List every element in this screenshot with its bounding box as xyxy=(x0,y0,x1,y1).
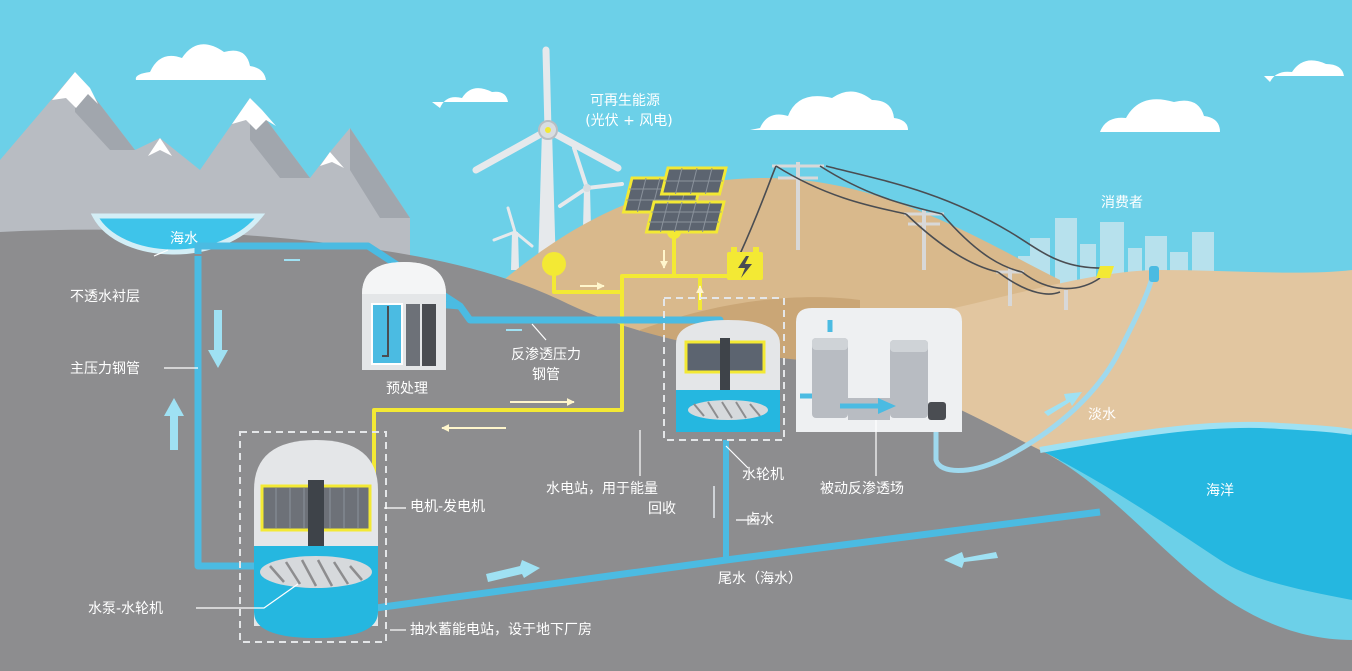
flow-arrows xyxy=(164,310,1082,582)
ocean xyxy=(1040,424,1352,600)
power-grid xyxy=(739,162,1114,310)
underground-pumped-storage-plant xyxy=(239,431,387,643)
fresh-water-pipe xyxy=(933,269,1157,473)
hydro-recovery-station xyxy=(663,297,785,441)
ocean-label: 海洋 xyxy=(1206,483,1234,499)
hydro-station-label-line1: 水电站，用于能量 xyxy=(546,481,658,497)
penstock-label: 主压力钢管 xyxy=(70,361,140,377)
fresh-water-label: 淡水 xyxy=(1088,407,1116,423)
wind-turbines xyxy=(472,46,624,270)
motor-generator-label: 电机-发电机 xyxy=(410,499,486,515)
ro-pipe-label-line2: 钢管 xyxy=(532,367,560,383)
underground-plant-label: 抽水蓄能电站，设于地下厂房 xyxy=(410,622,592,638)
ro-pipe-label-line1: 反渗透压力 xyxy=(511,347,581,363)
solar-panels xyxy=(621,166,728,234)
renewable-label-line2: (光伏 + 风电) xyxy=(585,113,673,129)
ocean-surface xyxy=(1039,421,1352,453)
pretreatment-label: 预处理 xyxy=(386,381,428,397)
sand-hill-right xyxy=(900,270,1352,460)
liner-label: 不透水衬层 xyxy=(70,289,140,305)
brine-label: 卤水 xyxy=(746,512,774,528)
leader-lines xyxy=(153,249,877,631)
passive-ro-building xyxy=(796,308,962,432)
wind-power-node xyxy=(542,252,566,276)
hydro-turbine-label: 水轮机 xyxy=(742,467,784,483)
clouds xyxy=(135,44,1344,132)
tailwater-label: 尾水（海水） xyxy=(718,571,802,587)
pump-turbine-label: 水泵-水轮机 xyxy=(88,601,164,617)
consumers-label: 消费者 xyxy=(1101,195,1143,211)
fresh-water-outlet xyxy=(1149,266,1159,282)
power-direction-arrows xyxy=(441,250,704,432)
renewable-label-line1: 可再生能源 xyxy=(590,93,660,109)
passive-ro-label: 被动反渗透场 xyxy=(820,481,904,497)
pipe-flow-arrows xyxy=(284,259,522,331)
pretreatment-building xyxy=(362,262,446,370)
battery-icon xyxy=(727,247,763,280)
upper-reservoir-label: 海水 xyxy=(170,231,198,247)
hydro-station-label-line2: 回收 xyxy=(648,501,676,517)
